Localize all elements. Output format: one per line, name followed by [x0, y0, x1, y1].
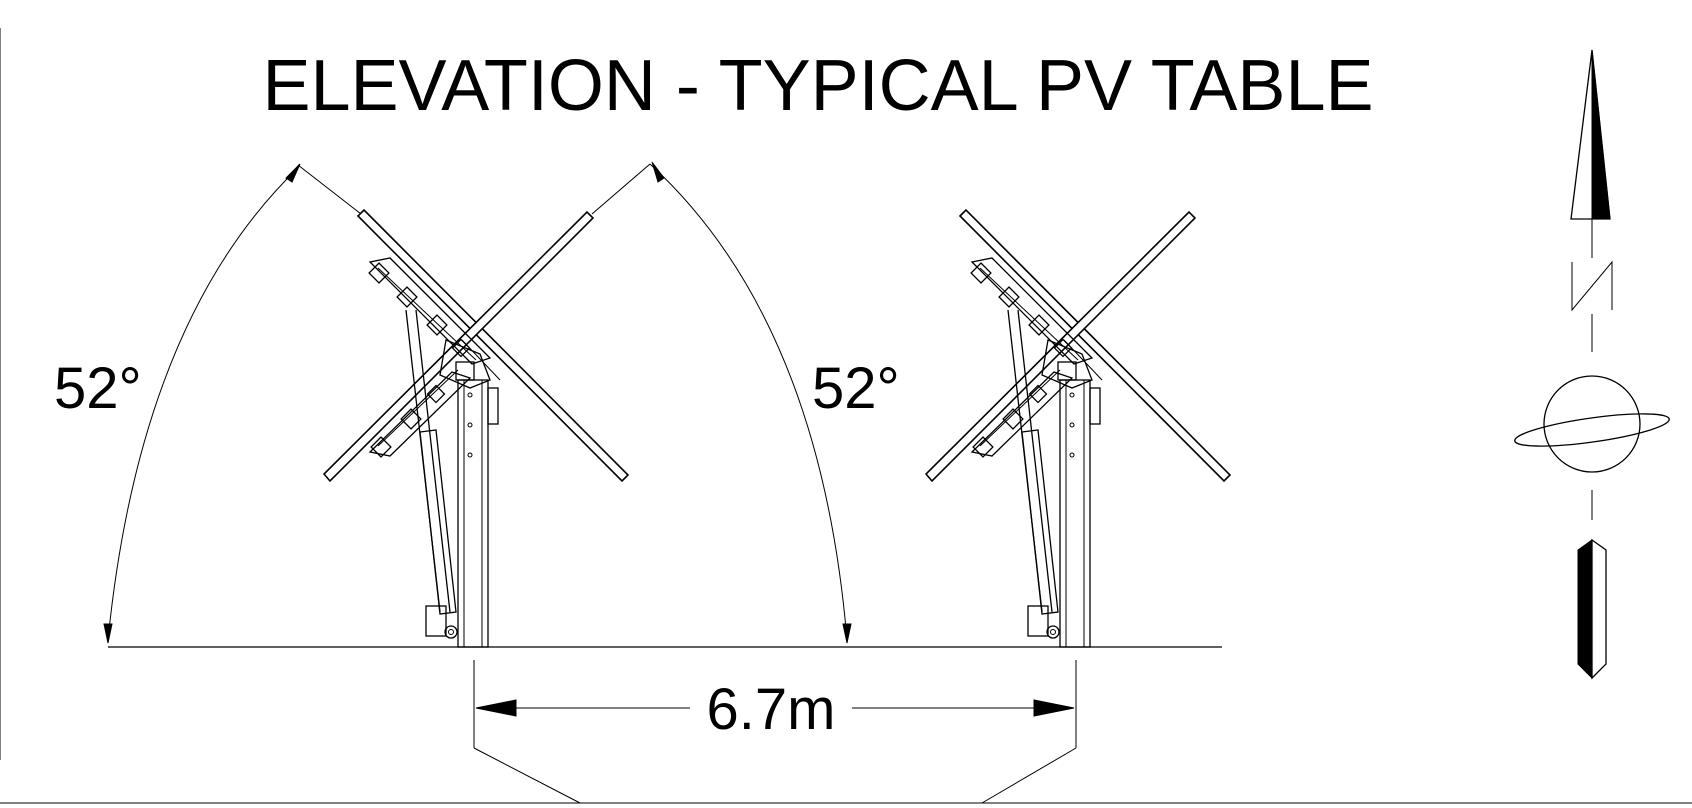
angle-arc-right [591, 161, 852, 644]
pv-table-right [924, 208, 1232, 648]
linear-actuator [405, 309, 458, 639]
spacing-dimension [473, 660, 1077, 804]
pv-panel-tilted-right-2 [924, 210, 1197, 483]
pv-table-left [322, 208, 630, 648]
angle-arc-left [103, 163, 362, 644]
north-arrow: N [1514, 49, 1670, 680]
pv-panel-tilted-left [356, 208, 630, 483]
leader-right [981, 747, 1077, 804]
panel-rail-lower [368, 369, 472, 458]
angle-label-right: 52° [812, 356, 900, 421]
north-letter-icon [1571, 260, 1613, 312]
arrowhead-left [475, 699, 517, 717]
globe-icon [1543, 375, 1641, 473]
spacing-label: 6.7m [707, 677, 836, 742]
linear-actuator-2 [1007, 309, 1060, 639]
panel-rail-lower-2 [970, 369, 1074, 458]
angle-label-left: 52° [54, 356, 142, 421]
arrowhead-right [1033, 699, 1075, 717]
north-needle-fill [1591, 49, 1611, 220]
support-post-2 [1059, 379, 1101, 648]
south-needle [1577, 538, 1607, 680]
panel-rail-upper-2 [970, 257, 1094, 365]
globe-ring-icon [1514, 413, 1670, 447]
panel-rail-upper [368, 257, 492, 365]
drawing-title: ELEVATION - TYPICAL PV TABLE [262, 46, 1373, 126]
pv-panel-tilted-left-2 [958, 208, 1232, 483]
pv-panel-tilted-right [322, 210, 595, 483]
north-letter-text: N [1592, 289, 1593, 291]
support-post [457, 379, 499, 648]
leader-left [473, 747, 581, 804]
